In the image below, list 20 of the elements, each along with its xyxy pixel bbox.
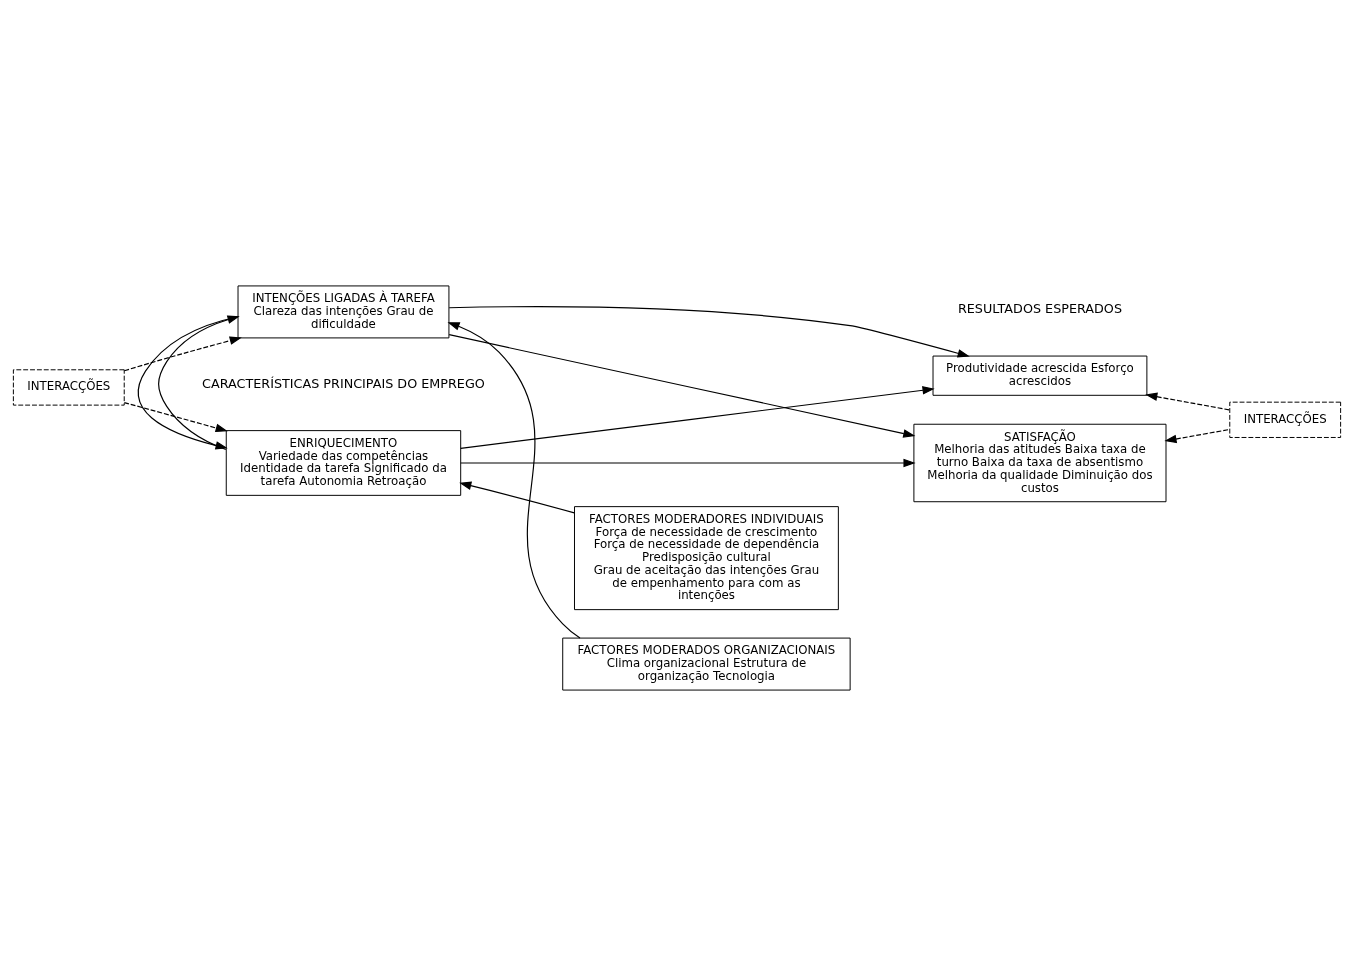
arrow bbox=[459, 481, 575, 513]
arrow bbox=[447, 321, 581, 639]
arrow bbox=[1145, 392, 1231, 410]
arrow bbox=[460, 458, 916, 467]
arrow bbox=[448, 333, 916, 438]
node-box: SATISFAÇÃO Melhoria das atitudes Baixa taxa de turno Baixa da taxa de absentismo Melhoria da qualidade Diminuição dos custos bbox=[913, 423, 1167, 502]
node-box: INTENÇÕES LIGADAS À TAREFA Clareza das intenções Grau de dificuldade bbox=[237, 284, 450, 338]
node-box: FACTORES MODERADORES INDIVIDUAIS Força de necessidade de crescimento Força de necessidade de dependência Predisposição cultural Grau de aceitação das intenções Grau de empenhamento para com as intenções bbox=[574, 505, 839, 610]
arrow bbox=[123, 401, 228, 432]
label: CARACTERÍSTICAS PRINCIPAIS DO EMPREGO bbox=[202, 375, 485, 391]
arrow bbox=[123, 336, 242, 371]
node-box: ENRIQUECIMENTO Variedade das competências Identidade da tarefa Significado da tarefa Autonomia Retroação bbox=[225, 429, 462, 496]
node-box: Produtividade acrescida Esforço acrescidos bbox=[932, 355, 1148, 396]
arrow bbox=[1164, 428, 1231, 443]
node-box: INTERACÇÕES bbox=[12, 368, 125, 406]
arrow bbox=[448, 305, 970, 357]
label: RESULTADOS ESPERADOS bbox=[957, 300, 1123, 316]
node-box: INTERACÇÕES bbox=[1229, 401, 1342, 438]
arrow bbox=[460, 385, 935, 449]
node-box: FACTORES MODERADOS ORGANIZACIONAIS Clima organizacional Estrutura de organização Tecnologia bbox=[562, 637, 851, 691]
